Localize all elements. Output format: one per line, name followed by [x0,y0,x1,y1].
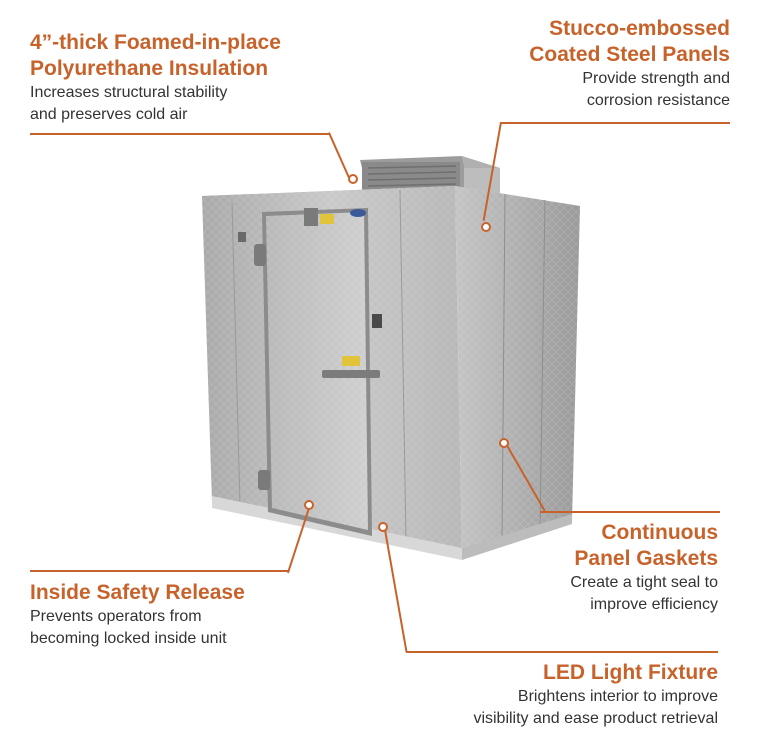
callout-description: corrosion resistance [586,92,730,109]
callout-description: Increases structural stability [30,84,228,101]
callout-title: Panel Gaskets [574,547,718,570]
callout-description: improve efficiency [590,596,718,613]
callout-title: Continuous [601,521,718,544]
gaskets-dot [499,438,509,448]
callout-description: Brightens interior to improve [517,688,718,705]
callout-description: Create a tight seal to [570,574,718,591]
callout-title: Inside Safety Release [30,581,245,604]
callout-title: Stucco-embossed [549,17,730,40]
led-leader-h [406,651,718,653]
callout-description: Prevents operators from [30,608,202,625]
callout-title: Polyurethane Insulation [30,57,269,80]
callout-description: and preserves cold air [30,106,188,123]
insulation-dot [348,174,358,184]
safety-leader-h [30,570,288,572]
callout-gaskets: Continuous Panel Gaskets Create a tight … [570,520,718,616]
callout-title: Coated Steel Panels [529,43,730,66]
panels-dot [481,222,491,232]
callout-insulation: 4”-thick Foamed-in-place Polyurethane In… [30,30,281,126]
safety-dot [304,500,314,510]
callout-title: LED Light Fixture [543,661,718,684]
gaskets-leader-h [540,511,720,513]
callout-title: 4”-thick Foamed-in-place [30,31,281,54]
callout-safety-release: Inside Safety Release Prevents operators… [30,580,245,650]
panels-leader-h [500,122,730,124]
door [238,208,382,536]
callout-description: Provide strength and [582,70,730,87]
callout-panels: Stucco-embossed Coated Steel Panels Prov… [529,16,730,112]
callout-led-light: LED Light Fixture Brightens interior to … [473,660,718,730]
led-dot [378,522,388,532]
insulation-leader-h [30,133,330,135]
callout-description: becoming locked inside unit [30,630,227,647]
callout-description: visibility and ease product retrieval [473,710,718,727]
